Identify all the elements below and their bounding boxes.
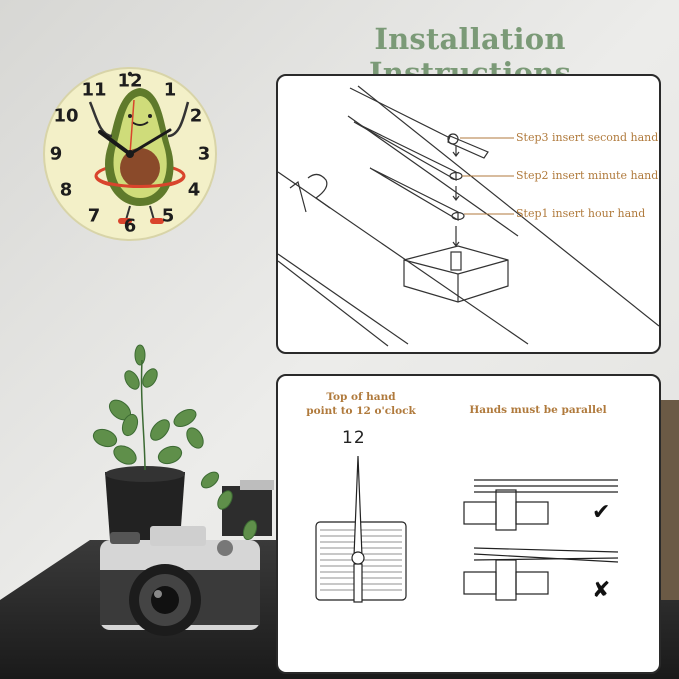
dial-number-12: 12 [342,428,366,448]
clock-ticks [127,71,133,77]
camera [100,526,260,636]
exploded-diagram [278,85,659,347]
clock-numbers: 12 1 2 3 4 5 6 7 8 9 10 11 [38,66,228,246]
hand-alignment-panel: Top of hand point to 12 o'clock Hands mu… [276,374,661,674]
top-of-hand-caption: Top of hand point to 12 o'clock [296,390,426,418]
clock-num-12: 12 [117,70,143,92]
clock-num-6: 6 [123,215,137,237]
installation-steps-panel: Step3 insert second hand Step2 insert mi… [276,74,661,354]
avocado-wall-clock [43,67,217,241]
top-of-hand-line1: Top of hand [326,391,396,403]
step3-label: Step3 insert second hand [516,131,659,144]
plant [92,344,258,541]
step1-label: Step1 insert hour hand [516,207,646,220]
alignment-diagram [315,455,619,603]
clock-num-3: 3 [197,143,211,165]
top-of-hand-line2: point to 12 o'clock [306,405,416,417]
clock-num-1: 1 [163,79,177,101]
wrong-mark-icon: ✘ [592,578,611,603]
clock-num-9: 9 [49,143,63,165]
parallel-caption: Hands must be parallel [469,404,607,416]
clock-num-2: 2 [189,105,203,127]
clock-num-5: 5 [161,205,175,227]
clock-num-4: 4 [187,179,201,201]
clock-num-10: 10 [53,105,79,127]
step2-label: Step2 insert minute hand [516,169,659,182]
clock-num-7: 7 [87,205,101,227]
correct-mark-icon: ✔ [592,500,611,525]
clock-num-8: 8 [59,179,73,201]
clock-num-11: 11 [81,79,107,101]
page-title: Installation Instructions [369,22,571,90]
